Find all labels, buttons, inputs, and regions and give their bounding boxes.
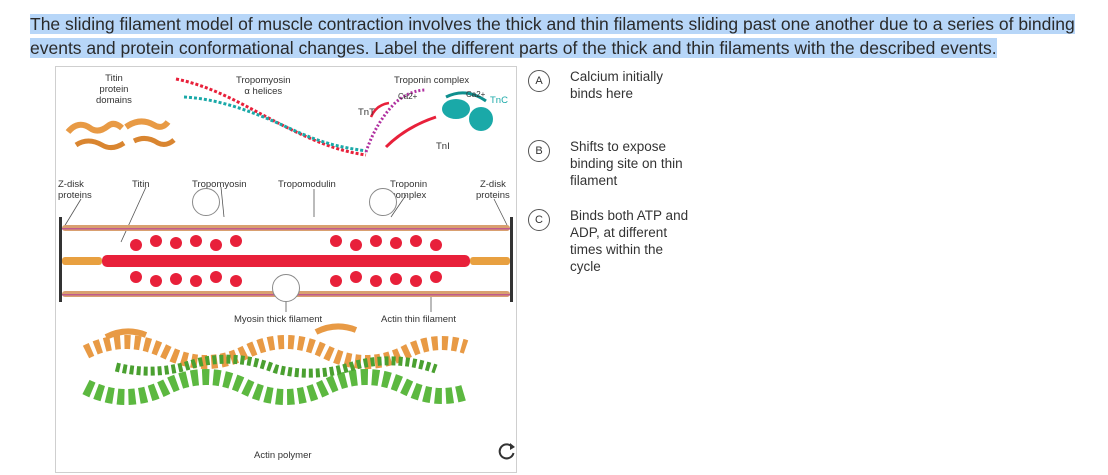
option-a-badge[interactable]: A — [528, 70, 550, 92]
label-ca-right: Ca2+ — [466, 90, 486, 99]
label-titin-protein-domains-text: Titin protein domains — [96, 73, 132, 106]
label-tnc: TnC — [490, 95, 508, 106]
pointer-lines — [63, 186, 509, 312]
label-myosin-thick-filament: Myosin thick filament — [234, 314, 323, 325]
drop-target-tropomyosin[interactable] — [192, 188, 220, 216]
label-tnt: TnT — [358, 107, 375, 118]
reset-button[interactable] — [496, 440, 518, 462]
label-actin-polymer: Actin polymer — [254, 450, 312, 461]
label-z-disk-left: Z-disk proteins — [58, 179, 92, 201]
titin-springs — [62, 257, 510, 265]
drop-target-myosin[interactable] — [272, 274, 300, 302]
myosin-thick-filament-art — [102, 235, 470, 287]
label-z-disk-right-text: Z-disk proteins — [476, 179, 510, 201]
option-b-badge[interactable]: B — [528, 140, 550, 162]
label-z-disk-right: Z-disk proteins — [476, 179, 510, 201]
figure-artwork — [59, 77, 513, 405]
label-troponin-complex-top: Troponin complex — [394, 75, 470, 86]
label-tni: TnI — [436, 141, 450, 152]
troponin-complex-art — [364, 88, 493, 153]
z-disk-right-bar — [510, 217, 513, 302]
label-z-disk-left-text: Z-disk proteins — [58, 179, 92, 201]
label-ca-left: Ca2+ — [398, 92, 418, 101]
label-tropomyosin-helices-text: Tropomyosin α helices — [236, 75, 291, 97]
label-titin: Titin — [132, 179, 150, 190]
option-a-text: Calcium initially binds here — [570, 69, 664, 101]
label-troponin-complex: Troponin complex — [390, 179, 427, 201]
question-highlight: The sliding filament model of muscle con… — [30, 14, 1075, 58]
label-troponin-complex-text: Troponin complex — [390, 179, 428, 201]
drop-target-troponin[interactable] — [369, 188, 397, 216]
z-disk-left-bar — [59, 217, 62, 302]
question-text: The sliding filament model of muscle con… — [30, 12, 1085, 60]
option-c-text: Binds both ATP and ADP, at different tim… — [570, 208, 689, 274]
label-tropomodulin: Tropomodulin — [278, 179, 336, 190]
label-actin-thin-filament: Actin thin filament — [381, 314, 456, 325]
option-c-badge[interactable]: C — [528, 209, 550, 231]
option-b-text: Shifts to expose binding site on thin fi… — [570, 139, 683, 188]
label-titin-protein-domains: Titin protein domains — [96, 73, 132, 106]
titin-domain-art — [65, 118, 176, 151]
reset-icon — [498, 443, 515, 460]
tropomyosin-helix-art — [175, 77, 367, 157]
label-tropomyosin: Tropomyosin — [192, 179, 247, 190]
label-tropomyosin-helices: Tropomyosin α helices — [236, 75, 291, 97]
sliding-filament-figure: Titin protein domains Tropomyosin α heli… — [55, 66, 517, 473]
actin-polymer-art — [82, 323, 469, 405]
